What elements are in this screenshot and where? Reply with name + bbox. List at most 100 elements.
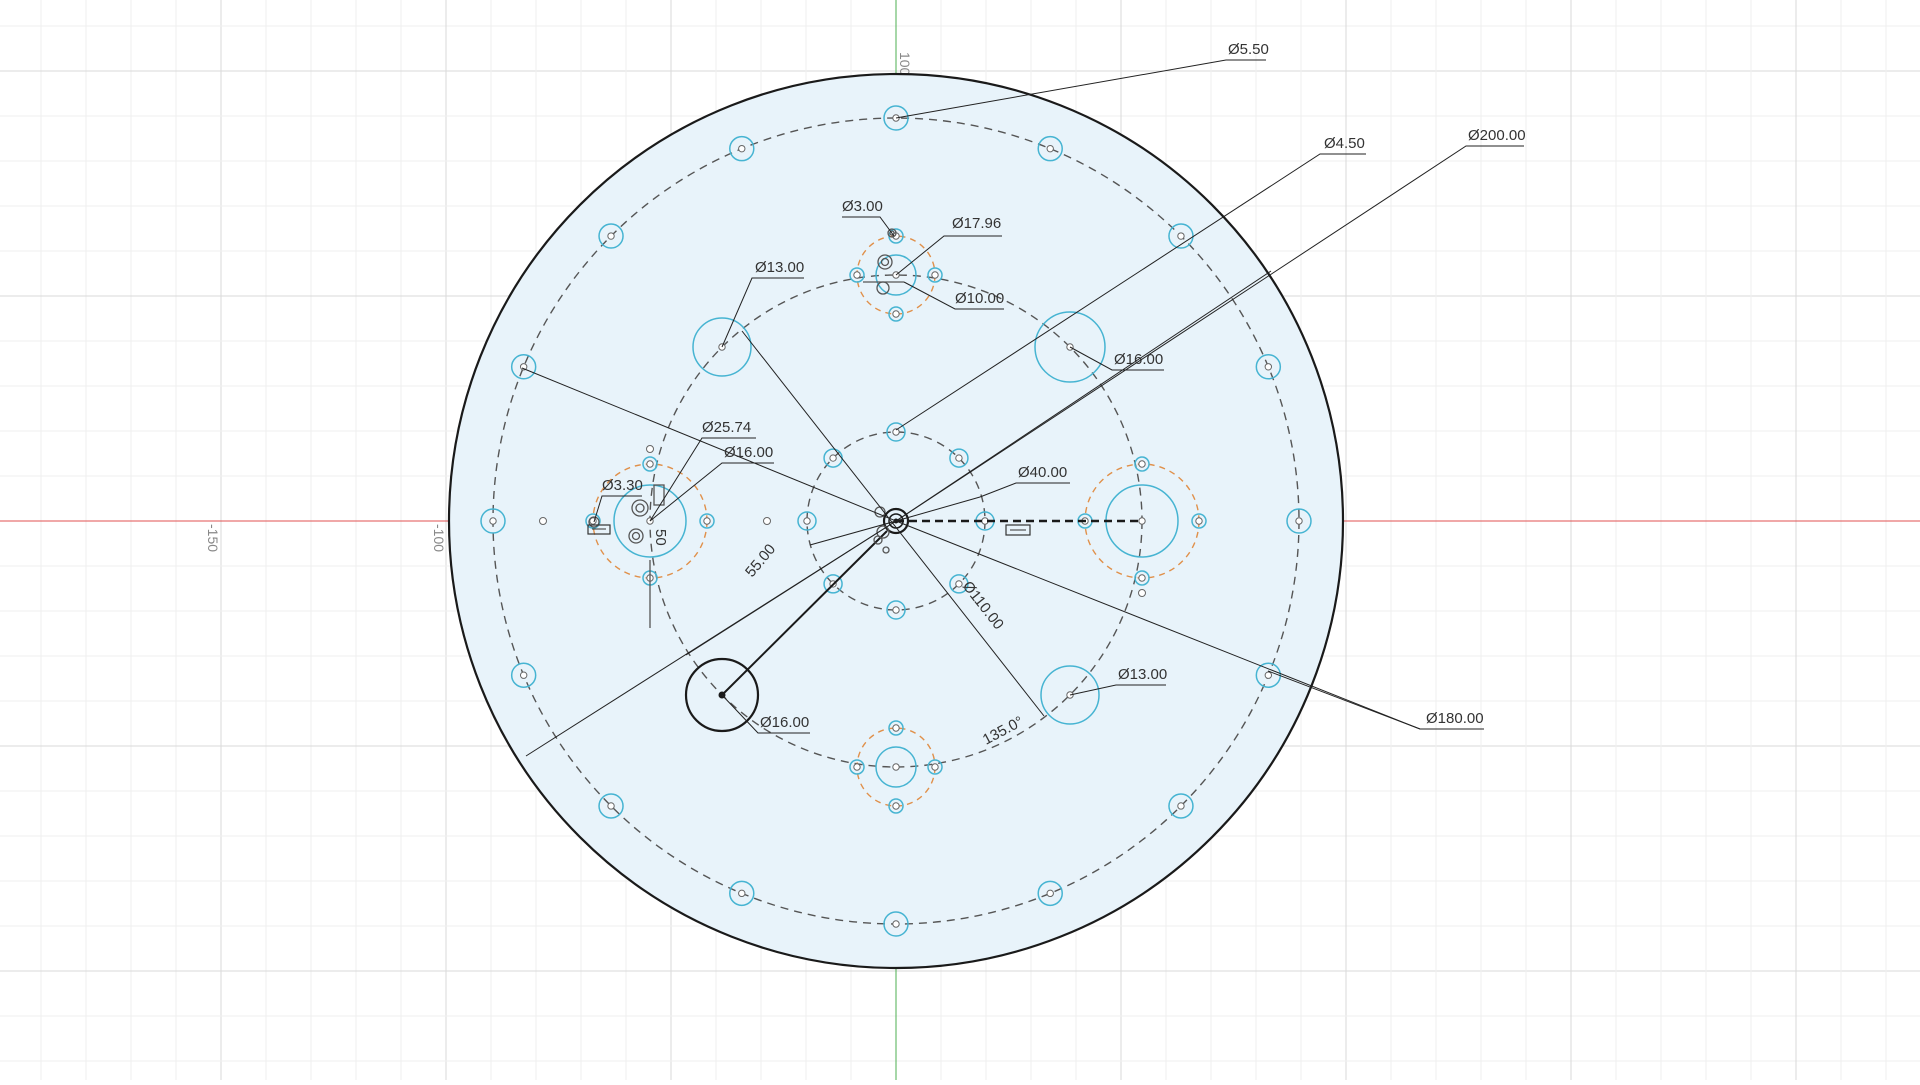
leader-200-00 (895, 145, 1524, 522)
dim-3-30[interactable]: Ø3.30 (602, 477, 643, 494)
bolt-hole-outer-center (1264, 671, 1273, 679)
dim-50[interactable]: 50 (652, 529, 669, 546)
horizontal-constraint-icon[interactable] (1005, 524, 1031, 536)
hub-right-sat-center (1138, 460, 1146, 468)
origin-circle-outer[interactable] (882, 507, 910, 535)
left-detail-glyphs (588, 484, 665, 628)
bolt-hole-outer[interactable] (1255, 354, 1282, 380)
bolt-hole-outer-center (489, 517, 497, 525)
bolt-hole-inner[interactable] (949, 448, 969, 468)
leader-180-left (521, 367, 897, 522)
dim-4-50[interactable]: Ø4.50 (1324, 135, 1365, 152)
small-pin[interactable] (539, 517, 547, 525)
bolt-hole-outer[interactable] (1286, 508, 1312, 534)
hub-right-sat[interactable] (1134, 570, 1150, 586)
dim-40-00[interactable]: Ø40.00 (1018, 464, 1067, 481)
small-pin[interactable] (1138, 589, 1146, 597)
hub-bottom-sat-center (853, 763, 861, 771)
bolt-hole-inner[interactable] (886, 422, 906, 442)
hub-right-sat-center (1195, 517, 1203, 525)
bolt-hole-outer-center (1264, 363, 1273, 371)
bolt-hole-inner[interactable] (886, 600, 906, 620)
leader-3-00 (842, 216, 895, 237)
hub-left-sat[interactable] (642, 456, 658, 472)
dim-10-00[interactable]: Ø10.00 (955, 290, 1004, 307)
bolt-hole-outer[interactable] (510, 662, 537, 688)
hub-bottom-sat-center (931, 763, 939, 771)
dim-16-00-bottom[interactable]: Ø16.00 (760, 714, 809, 731)
bolt-hole-outer[interactable] (1168, 793, 1194, 819)
bolt-hole-outer-center (519, 671, 528, 679)
hub-top-sat[interactable] (888, 306, 904, 322)
dim-180-00[interactable]: Ø180.00 (1426, 710, 1484, 727)
axis-tick-neg100: -100 (431, 524, 447, 552)
dim-16-00-left[interactable]: Ø16.00 (724, 444, 773, 461)
bolt-hole-outer[interactable] (510, 354, 537, 380)
bolt-hole-outer[interactable] (480, 508, 506, 534)
bolt-hole-outer[interactable] (598, 223, 624, 249)
dimension-leaders (521, 59, 1524, 757)
dim-200-00[interactable]: Ø200.00 (1468, 127, 1526, 144)
axis-tick-100: 100 (897, 52, 913, 76)
axis-tick-neg150: -150 (205, 524, 221, 552)
hub-left-sat-center (646, 460, 654, 468)
bolt-hole-inner-center (892, 606, 900, 614)
bolt-hole-outer-center (738, 144, 746, 153)
leader-180-mid (1267, 670, 1421, 730)
leader-center-to-left (809, 520, 897, 546)
leader-4-50 (895, 153, 1366, 431)
hub-right-sat[interactable] (1134, 456, 1150, 472)
hub-right-sat-center (1138, 574, 1146, 582)
hub-left[interactable] (613, 484, 687, 558)
leader-13-bottom (1069, 684, 1166, 696)
bolt-hole-outer[interactable] (1168, 223, 1194, 249)
hole-13-top-left[interactable] (692, 317, 752, 377)
bolt-hole-outer[interactable] (1037, 135, 1063, 162)
horizontal-constraint-icon-left[interactable] (587, 524, 611, 535)
small-pin[interactable] (763, 517, 771, 525)
hub-right-center (1138, 517, 1146, 525)
hub-bottom-sat[interactable] (888, 720, 904, 736)
bolt-hole-inner[interactable] (797, 511, 817, 531)
hub-right-sat[interactable] (1191, 513, 1207, 529)
dim-25-74[interactable]: Ø25.74 (702, 419, 751, 436)
hub-top-sat[interactable] (927, 267, 943, 283)
bolt-hole-outer[interactable] (729, 880, 755, 907)
hub-bottom-sat[interactable] (888, 798, 904, 814)
black-hole-bottom-left[interactable] (684, 657, 760, 733)
hole-13-bottom-right[interactable] (1040, 665, 1100, 725)
hub-bottom[interactable] (875, 746, 917, 788)
bolt-hole-outer[interactable] (1037, 880, 1063, 907)
hub-bottom-sat-center (892, 724, 900, 732)
bolt-hole-outer[interactable] (883, 105, 909, 131)
dim-13-00-bottom[interactable]: Ø13.00 (1118, 666, 1167, 683)
bolt-hole-outer-center (1177, 802, 1185, 810)
hole-16-top-right[interactable] (1034, 311, 1106, 383)
hub-top[interactable] (875, 254, 917, 296)
leader-25-74 (649, 437, 756, 522)
hub-bottom-sat[interactable] (849, 759, 865, 775)
dim-5-50[interactable]: Ø5.50 (1228, 41, 1269, 58)
bolt-hole-inner[interactable] (823, 574, 843, 594)
hub-left-sat[interactable] (699, 513, 715, 529)
black-hole-leader (721, 530, 888, 696)
holes-group (480, 105, 1312, 937)
top-detail-glyphs (863, 228, 904, 295)
dim-16-00-right[interactable]: Ø16.00 (1114, 351, 1163, 368)
dim-13-00-top[interactable]: Ø13.00 (755, 259, 804, 276)
leader-3-30 (593, 495, 642, 523)
bolt-hole-outer[interactable] (729, 135, 755, 162)
dim-17-96[interactable]: Ø17.96 (952, 215, 1001, 232)
bolt-hole-inner-center (955, 454, 963, 462)
hub-left-sat[interactable] (585, 513, 601, 529)
bolt-hole-outer[interactable] (598, 793, 624, 819)
bolt-hole-outer[interactable] (883, 911, 909, 937)
small-pin[interactable] (646, 445, 654, 453)
hub-bottom-sat[interactable] (927, 759, 943, 775)
hub-bottom-center (892, 763, 900, 771)
bolt-hole-inner[interactable] (949, 574, 969, 594)
hub-top-sat[interactable] (849, 267, 865, 283)
dim-3-00[interactable]: Ø3.00 (842, 198, 883, 215)
